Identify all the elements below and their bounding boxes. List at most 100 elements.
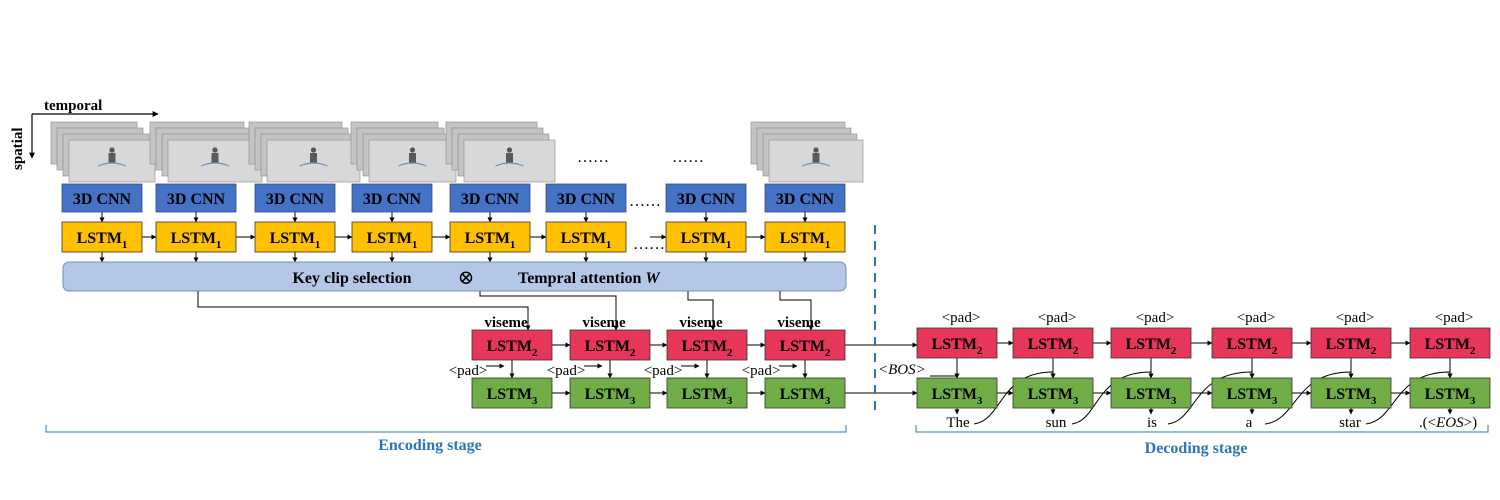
pad-label: <pad> bbox=[742, 363, 781, 379]
video-frame-stack bbox=[750, 121, 864, 183]
decoder-pad-label: <pad> bbox=[1435, 310, 1474, 326]
lstm3-decoder-cell: LSTM3 bbox=[1211, 377, 1293, 409]
decoder-pad-label: <pad> bbox=[942, 310, 981, 326]
svg-text:LSTM3: LSTM3 bbox=[1326, 386, 1377, 407]
svg-text:3D CNN: 3D CNN bbox=[266, 191, 325, 208]
attention-to-lstm2-arrow bbox=[197, 291, 531, 331]
svg-text:LSTM2: LSTM2 bbox=[932, 336, 983, 357]
pad-label: <pad> bbox=[644, 363, 683, 379]
svg-text:3D CNN: 3D CNN bbox=[73, 191, 132, 208]
pad-label: <pad> bbox=[547, 363, 586, 379]
svg-text:3D CNN: 3D CNN bbox=[557, 191, 616, 208]
svg-text:LSTM1: LSTM1 bbox=[561, 230, 612, 251]
svg-text:LSTM3: LSTM3 bbox=[1126, 386, 1177, 407]
video-clip-frames bbox=[50, 121, 864, 183]
svg-text:LSTM2: LSTM2 bbox=[682, 338, 733, 359]
svg-text:LSTM1: LSTM1 bbox=[780, 230, 831, 251]
lstm2-decoder-cell: LSTM2 bbox=[1211, 327, 1293, 359]
lstm1-cell: LSTM1 bbox=[155, 221, 237, 253]
output-word: is bbox=[1147, 415, 1157, 431]
cnn-3d-block: 3D CNN bbox=[764, 183, 846, 213]
key-clip-selection-label: Key clip selection bbox=[292, 270, 411, 287]
svg-text:LSTM3: LSTM3 bbox=[682, 386, 733, 407]
clip-brace bbox=[495, 162, 524, 167]
word-feedback-arrow bbox=[1167, 371, 1255, 425]
decoding-stage-bracket: Decoding stage bbox=[915, 425, 1489, 457]
attention-to-lstm2-arrow bbox=[687, 291, 716, 331]
decoder-pad-label: <pad> bbox=[1038, 310, 1077, 326]
connections bbox=[99, 212, 1453, 425]
decoding-stage-label: Decoding stage bbox=[1145, 440, 1248, 457]
video-frame-stack bbox=[248, 121, 361, 183]
svg-text:LSTM2: LSTM2 bbox=[1227, 336, 1278, 357]
viseme-label: viseme bbox=[777, 315, 821, 331]
svg-text:LSTM3: LSTM3 bbox=[780, 386, 831, 407]
eos-label: .(<EOS>) bbox=[1419, 415, 1477, 431]
svg-text:LSTM3: LSTM3 bbox=[585, 386, 636, 407]
svg-text:LSTM2: LSTM2 bbox=[585, 338, 636, 359]
bos-label: <BOS> bbox=[878, 362, 926, 378]
svg-text:LSTM1: LSTM1 bbox=[465, 230, 516, 251]
temporal-axis-label: temporal bbox=[44, 98, 102, 114]
lstm3-decoder-cell: LSTM3 bbox=[1409, 377, 1491, 409]
lstm3-encoder-cell: LSTM3 bbox=[666, 377, 748, 409]
lstm1-cell: LSTM1 bbox=[351, 221, 433, 253]
output-word: sun bbox=[1046, 415, 1067, 431]
pad-label: <pad> bbox=[449, 363, 488, 379]
svg-text:LSTM1: LSTM1 bbox=[77, 230, 128, 251]
svg-text:LSTM2: LSTM2 bbox=[487, 338, 538, 359]
svg-text:3D CNN: 3D CNN bbox=[363, 191, 422, 208]
viseme-label: viseme bbox=[582, 315, 626, 331]
svg-text:LSTM2: LSTM2 bbox=[1126, 336, 1177, 357]
svg-text:LSTM2: LSTM2 bbox=[1028, 336, 1079, 357]
clip-brace bbox=[801, 162, 831, 167]
video-frame-stack bbox=[350, 121, 457, 183]
lstm2-decoder-cell: LSTM2 bbox=[1012, 327, 1094, 359]
svg-text:LSTM2: LSTM2 bbox=[780, 338, 831, 359]
svg-text:3D CNN: 3D CNN bbox=[677, 191, 736, 208]
lstm3-decoder-cell: LSTM3 bbox=[1310, 377, 1392, 409]
temporal-attention-label: Tempral attention W bbox=[518, 270, 661, 287]
encoding-stage-bracket: Encoding stage bbox=[45, 425, 847, 454]
svg-text:LSTM2: LSTM2 bbox=[1425, 336, 1476, 357]
video-frame-stack bbox=[445, 121, 556, 183]
lstm1-cell: LSTM1 bbox=[665, 221, 747, 253]
clip-brace bbox=[97, 162, 127, 167]
svg-text:LSTM3: LSTM3 bbox=[1425, 386, 1476, 407]
lstm1-cell: LSTM1 bbox=[61, 221, 143, 253]
word-feedback-arrow bbox=[1071, 371, 1154, 425]
lstm2-decoder-cell: LSTM2 bbox=[916, 327, 998, 359]
lstm1-cell: LSTM1 bbox=[449, 221, 531, 253]
viseme-label: viseme bbox=[484, 315, 528, 331]
outer-product-symbol: ⊗ bbox=[458, 267, 475, 289]
output-word: star bbox=[1339, 415, 1361, 431]
lstm1-cell: LSTM1 bbox=[254, 221, 336, 253]
lstm2-encoder-cell: LSTM2 bbox=[569, 329, 651, 361]
svg-text:3D CNN: 3D CNN bbox=[776, 191, 835, 208]
cnn-3d-block: 3D CNN bbox=[61, 183, 143, 213]
network-blocks: 3D CNN 3D CNN 3D CNN 3D CNN 3D CNN 3D CNN 3D C… bbox=[61, 183, 1491, 409]
decoder-pad-label: <pad> bbox=[1136, 310, 1175, 326]
encoding-stage-label: Encoding stage bbox=[378, 437, 482, 454]
word-feedback-arrow bbox=[973, 371, 1056, 425]
lstm1-ellipsis: …… bbox=[633, 236, 665, 253]
svg-text:LSTM1: LSTM1 bbox=[681, 230, 732, 251]
svg-text:3D CNN: 3D CNN bbox=[167, 191, 226, 208]
axis-indicator: temporal spatial bbox=[10, 98, 159, 170]
word-feedback-arrow bbox=[1365, 371, 1453, 425]
output-word: The bbox=[946, 415, 970, 431]
spatial-axis-label: spatial bbox=[10, 127, 26, 170]
word-feedback-arrow bbox=[1264, 371, 1354, 425]
lstm3-encoder-cell: LSTM3 bbox=[569, 377, 651, 409]
lstm2-decoder-cell: LSTM2 bbox=[1409, 327, 1491, 359]
cnn-3d-block: 3D CNN bbox=[545, 183, 627, 213]
token-labels: viseme<pad>viseme<pad>viseme<pad>viseme<… bbox=[449, 310, 1477, 431]
lstm3-decoder-cell: LSTM3 bbox=[1012, 377, 1094, 409]
lstm1-cell: LSTM1 bbox=[764, 221, 846, 253]
decoder-pad-label: <pad> bbox=[1237, 310, 1276, 326]
lstm2-encoder-cell: LSTM2 bbox=[666, 329, 748, 361]
svg-text:LSTM1: LSTM1 bbox=[270, 230, 321, 251]
svg-text:3D CNN: 3D CNN bbox=[461, 191, 520, 208]
clip-brace bbox=[200, 162, 230, 167]
